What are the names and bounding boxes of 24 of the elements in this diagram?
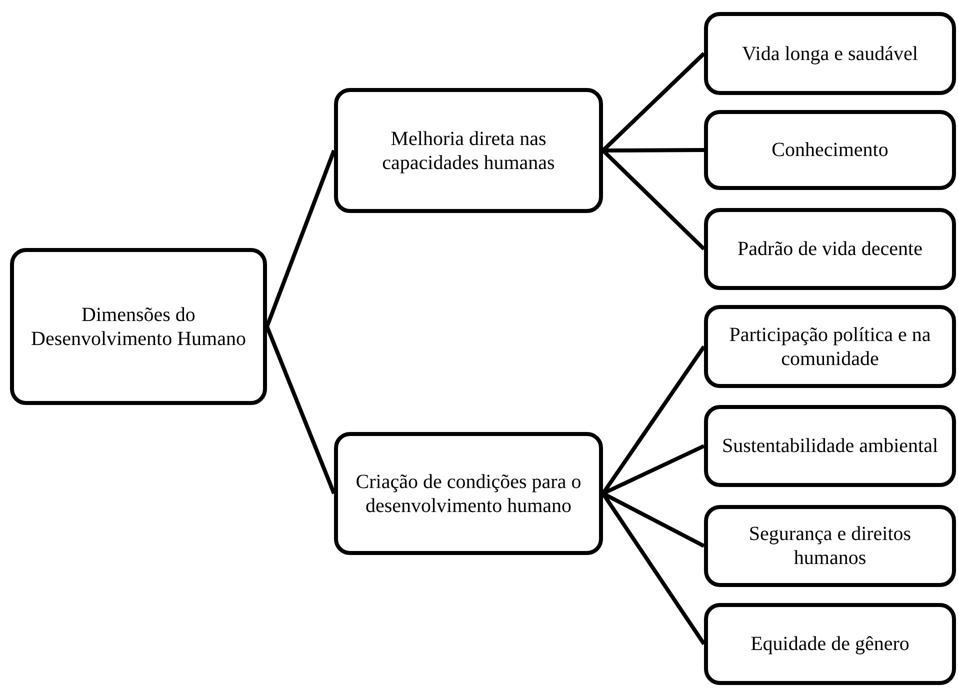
- connector-line: [265, 326, 336, 494]
- rounded-box: [704, 208, 956, 290]
- box-label: Segurança e direitos humanos: [748, 522, 912, 570]
- rounded-box: [704, 110, 956, 190]
- rounded-box: [334, 88, 603, 213]
- rounded-box: [704, 405, 956, 487]
- connector-line: [265, 150, 336, 328]
- box-label: Melhoria direta nas capacidades humanas: [381, 126, 556, 174]
- rounded-box: [704, 305, 956, 388]
- box-label: Criação de condições para o desenvolvimento humano: [354, 470, 582, 518]
- rounded-box: [10, 248, 267, 405]
- box-label: Dimensões do Desenvolvimento Humano: [30, 302, 247, 350]
- box-label: Equidade de gênero: [750, 632, 910, 656]
- box-label: Padrão de vida decente: [738, 237, 922, 261]
- box-label: Conhecimento: [772, 138, 888, 162]
- box-label: Participação política e na comunidade: [728, 322, 932, 370]
- box-label: Sustentabilidade ambiental: [722, 434, 938, 458]
- rounded-box: [334, 432, 603, 555]
- rounded-box: [704, 603, 956, 685]
- connector-line: [603, 148, 704, 152]
- connector-line: [602, 149, 706, 250]
- rounded-box: [704, 12, 956, 95]
- rounded-box: [704, 505, 956, 587]
- box-label: Vida longa e saudável: [742, 42, 918, 66]
